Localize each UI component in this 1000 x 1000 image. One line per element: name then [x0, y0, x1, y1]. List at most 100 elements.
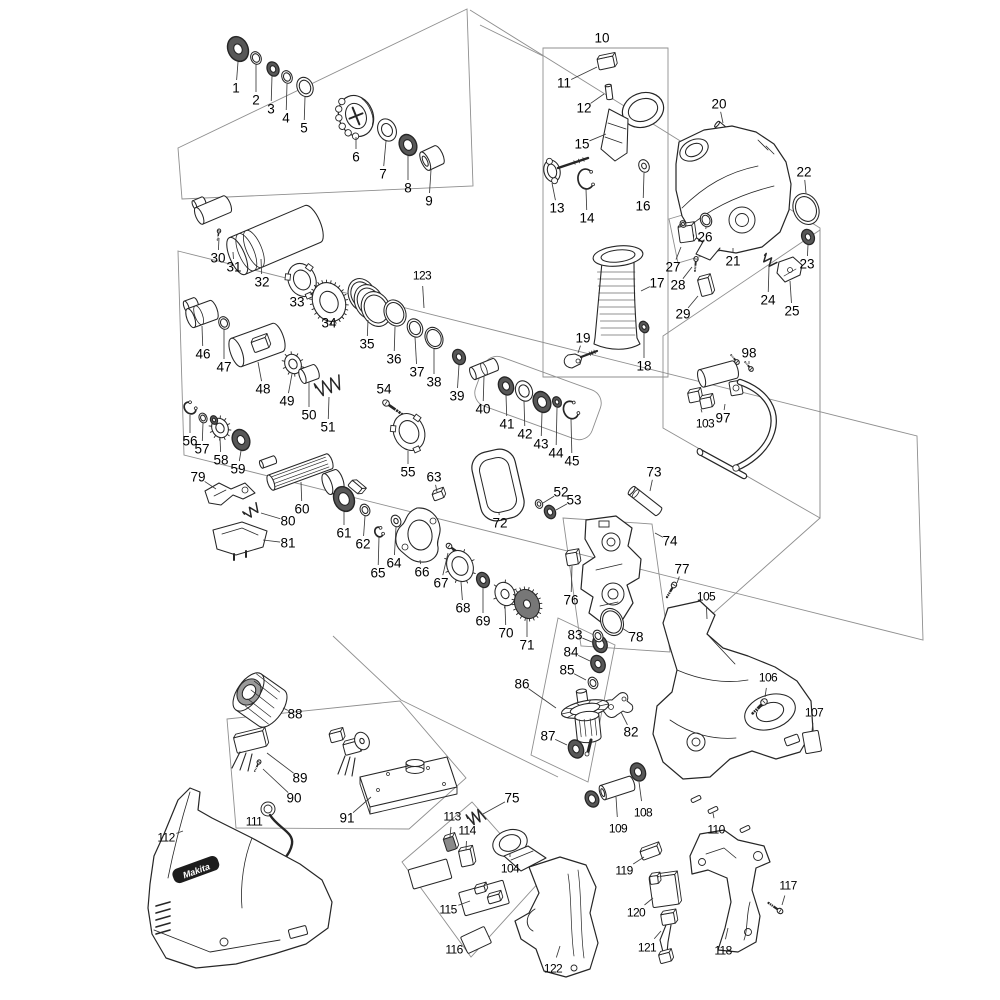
part-42-glyph [514, 380, 534, 402]
part-label-71: 71 [519, 638, 534, 653]
leader-41 [505, 394, 508, 417]
part-label-98: 98 [741, 346, 756, 361]
part-label-41: 41 [499, 417, 514, 432]
part-glyphs: Makita [147, 35, 822, 978]
part-22-glyph [792, 193, 820, 225]
part-91-glyph [344, 756, 351, 776]
leader-63 [435, 484, 438, 493]
leader-32 [260, 258, 263, 275]
part-label-77: 77 [674, 562, 689, 577]
part-103-glyph [699, 392, 716, 410]
part-label-74: 74 [662, 534, 678, 549]
leader-39 [457, 364, 460, 389]
leader-108 [638, 781, 642, 802]
leader-1 [236, 61, 239, 81]
part-110-glyph [690, 795, 702, 803]
part-label-17: 17 [649, 276, 664, 291]
part-62-glyph [359, 503, 371, 517]
part-label-55: 55 [400, 465, 415, 480]
part-52-glyph [534, 499, 544, 509]
leader-91 [352, 796, 372, 814]
part-117-glyph [767, 901, 784, 915]
leader-122 [555, 945, 561, 958]
part-61-glyph [347, 479, 367, 495]
part-55-glyph [389, 413, 426, 454]
part-label-103: 103 [696, 417, 715, 431]
leader-42 [523, 400, 526, 427]
leader-7 [383, 140, 387, 167]
leader-74 [654, 532, 664, 538]
part-48-glyph [250, 332, 272, 353]
part-26-glyph [699, 212, 713, 228]
part-107-glyph [802, 730, 822, 754]
part-16-glyph [638, 159, 650, 173]
part-91-glyph [354, 731, 370, 751]
leader-60 [300, 481, 303, 502]
leader-15 [589, 133, 607, 142]
leader-76 [570, 565, 573, 593]
part-78-glyph [599, 607, 625, 637]
leader-5 [303, 96, 306, 121]
part-label-88: 88 [287, 707, 302, 722]
part-label-97: 97 [715, 411, 730, 426]
part-121-glyph [660, 908, 679, 926]
part-label-67: 67 [433, 576, 448, 591]
part-90-glyph [253, 759, 262, 772]
leader-19 [577, 345, 581, 354]
part-label-54: 54 [376, 382, 392, 397]
leader-64 [394, 526, 397, 556]
part-label-63: 63 [426, 470, 441, 485]
leader-49 [288, 373, 293, 394]
leader-20 [720, 111, 724, 124]
leader-53 [555, 503, 568, 511]
group-box-1-9 [177, 8, 474, 200]
leader-112 [176, 830, 184, 834]
part-121-glyph [658, 948, 675, 964]
leader-90 [262, 768, 289, 793]
part-label-7: 7 [379, 167, 387, 182]
part-label-104: 104 [501, 862, 520, 876]
part-61-glyph [332, 485, 356, 513]
part-label-84: 84 [563, 645, 579, 660]
part-label-108: 108 [634, 806, 653, 820]
leader-123 [422, 285, 425, 309]
part-label-37: 37 [409, 365, 424, 380]
leader-11 [571, 66, 598, 80]
part-label-107: 107 [805, 706, 824, 720]
leader-13 [551, 182, 556, 201]
leader-40 [482, 375, 485, 402]
leader-66 [419, 559, 422, 565]
part-72-glyph [471, 448, 525, 522]
part-69-glyph [475, 571, 491, 589]
part-118-glyph [689, 829, 771, 953]
leader-28 [682, 266, 693, 279]
part-110-glyph [739, 825, 751, 833]
part-54-glyph [382, 399, 404, 416]
leader-43 [540, 412, 543, 437]
leader-22 [804, 179, 807, 194]
part-label-82: 82 [623, 725, 638, 740]
part-59-glyph [231, 428, 251, 452]
part-105-glyph [652, 600, 814, 780]
part-1-glyph [226, 35, 250, 63]
leader-17 [640, 286, 651, 292]
part-7-glyph [377, 118, 397, 142]
part-label-1: 1 [232, 81, 240, 96]
part-label-115: 115 [439, 903, 457, 917]
part-36-glyph [383, 299, 407, 327]
part-15-glyph [600, 91, 665, 162]
link-line-a [479, 24, 544, 57]
part-label-3: 3 [267, 102, 275, 117]
part-57-glyph [198, 412, 208, 424]
part-label-61: 61 [336, 526, 351, 541]
part-label-69: 69 [475, 614, 490, 629]
group-box-91 [226, 700, 467, 830]
part-label-111: 111 [246, 815, 263, 829]
leader-107 [811, 722, 814, 732]
part-12-glyph [604, 83, 614, 101]
part-9-glyph [419, 145, 445, 171]
leader-27 [675, 246, 682, 260]
part-label-106: 106 [759, 671, 778, 685]
part-115-glyph [407, 858, 453, 890]
part-label-80: 80 [280, 514, 295, 529]
